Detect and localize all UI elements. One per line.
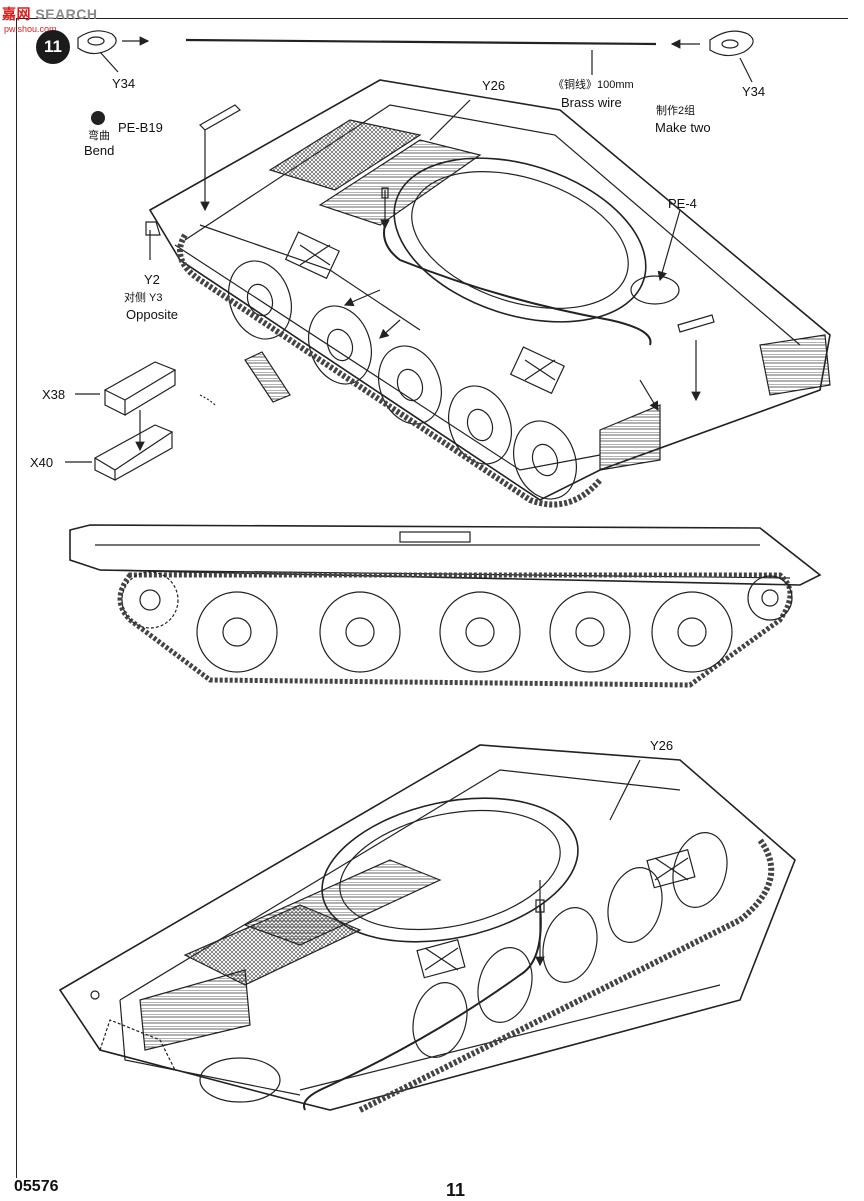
label-pe-b19: PE-B19 (118, 120, 163, 135)
label-brass-wire-cn: 《铜线》100mm (553, 79, 634, 91)
drive-sprocket (121, 571, 179, 629)
watermark-mark-2: 网 (16, 6, 31, 22)
watermark-search: SEARCH (35, 6, 98, 22)
road-wheels-rear-view (412, 832, 728, 1058)
y34-clip-right (709, 30, 754, 57)
track-rear-view (358, 838, 775, 1113)
label-y26-bottom: Y26 (650, 738, 674, 753)
label-opposite-cn: 对侧 Y3 (124, 292, 163, 304)
watermark: 嘉网 SEARCH (2, 4, 98, 24)
x40-part (93, 424, 174, 471)
hull-side-view (69, 524, 822, 688)
idler-wheel (747, 575, 793, 621)
watermark-site: pw.shou.com (4, 24, 57, 34)
x38-x40-parts (65, 361, 177, 481)
label-brass-wire-en: Brass wire (561, 95, 622, 110)
label-x40: X40 (30, 455, 54, 470)
road-wheels-side-view (196, 591, 733, 673)
label-pe-4: PE-4 (668, 196, 697, 211)
bend-icon (91, 111, 105, 125)
page-number: 11 (446, 1180, 466, 1200)
label-opposite-en: Opposite (126, 307, 179, 322)
label-bend-cn: 弯曲 (88, 130, 110, 142)
label-make-two-en: Make two (655, 120, 711, 135)
label-y34-right: Y34 (742, 84, 766, 99)
pe-grille-part (244, 351, 291, 403)
grab-handle-wire-rear (303, 904, 542, 1111)
y34-clip-left (77, 30, 117, 55)
pe-4-part (677, 314, 715, 333)
x38-part (103, 361, 177, 401)
road-wheels-top-view (228, 260, 577, 500)
pe-b19-part (199, 104, 241, 131)
grab-handle-wire (383, 224, 652, 346)
brass-wire (185, 38, 657, 46)
label-y34-left: Y34 (112, 76, 136, 91)
y2-part (145, 221, 161, 236)
track-top-view (177, 233, 603, 508)
label-bend-en: Bend (84, 143, 115, 158)
brass-wire-assembly (77, 30, 754, 83)
hull-top-view (145, 79, 831, 508)
label-y2: Y2 (144, 272, 160, 287)
watermark-mark-1: 嘉 (2, 6, 17, 22)
step-number-badge: 11 (36, 30, 70, 64)
track-side-view (117, 572, 793, 688)
product-code: 05576 (14, 1178, 59, 1195)
page-frame (16, 18, 848, 1178)
label-x38: X38 (42, 387, 66, 402)
hull-rear-view (58, 744, 796, 1113)
label-y26-top: Y26 (482, 78, 506, 93)
label-make-two-cn: 制作2组 (656, 105, 696, 117)
